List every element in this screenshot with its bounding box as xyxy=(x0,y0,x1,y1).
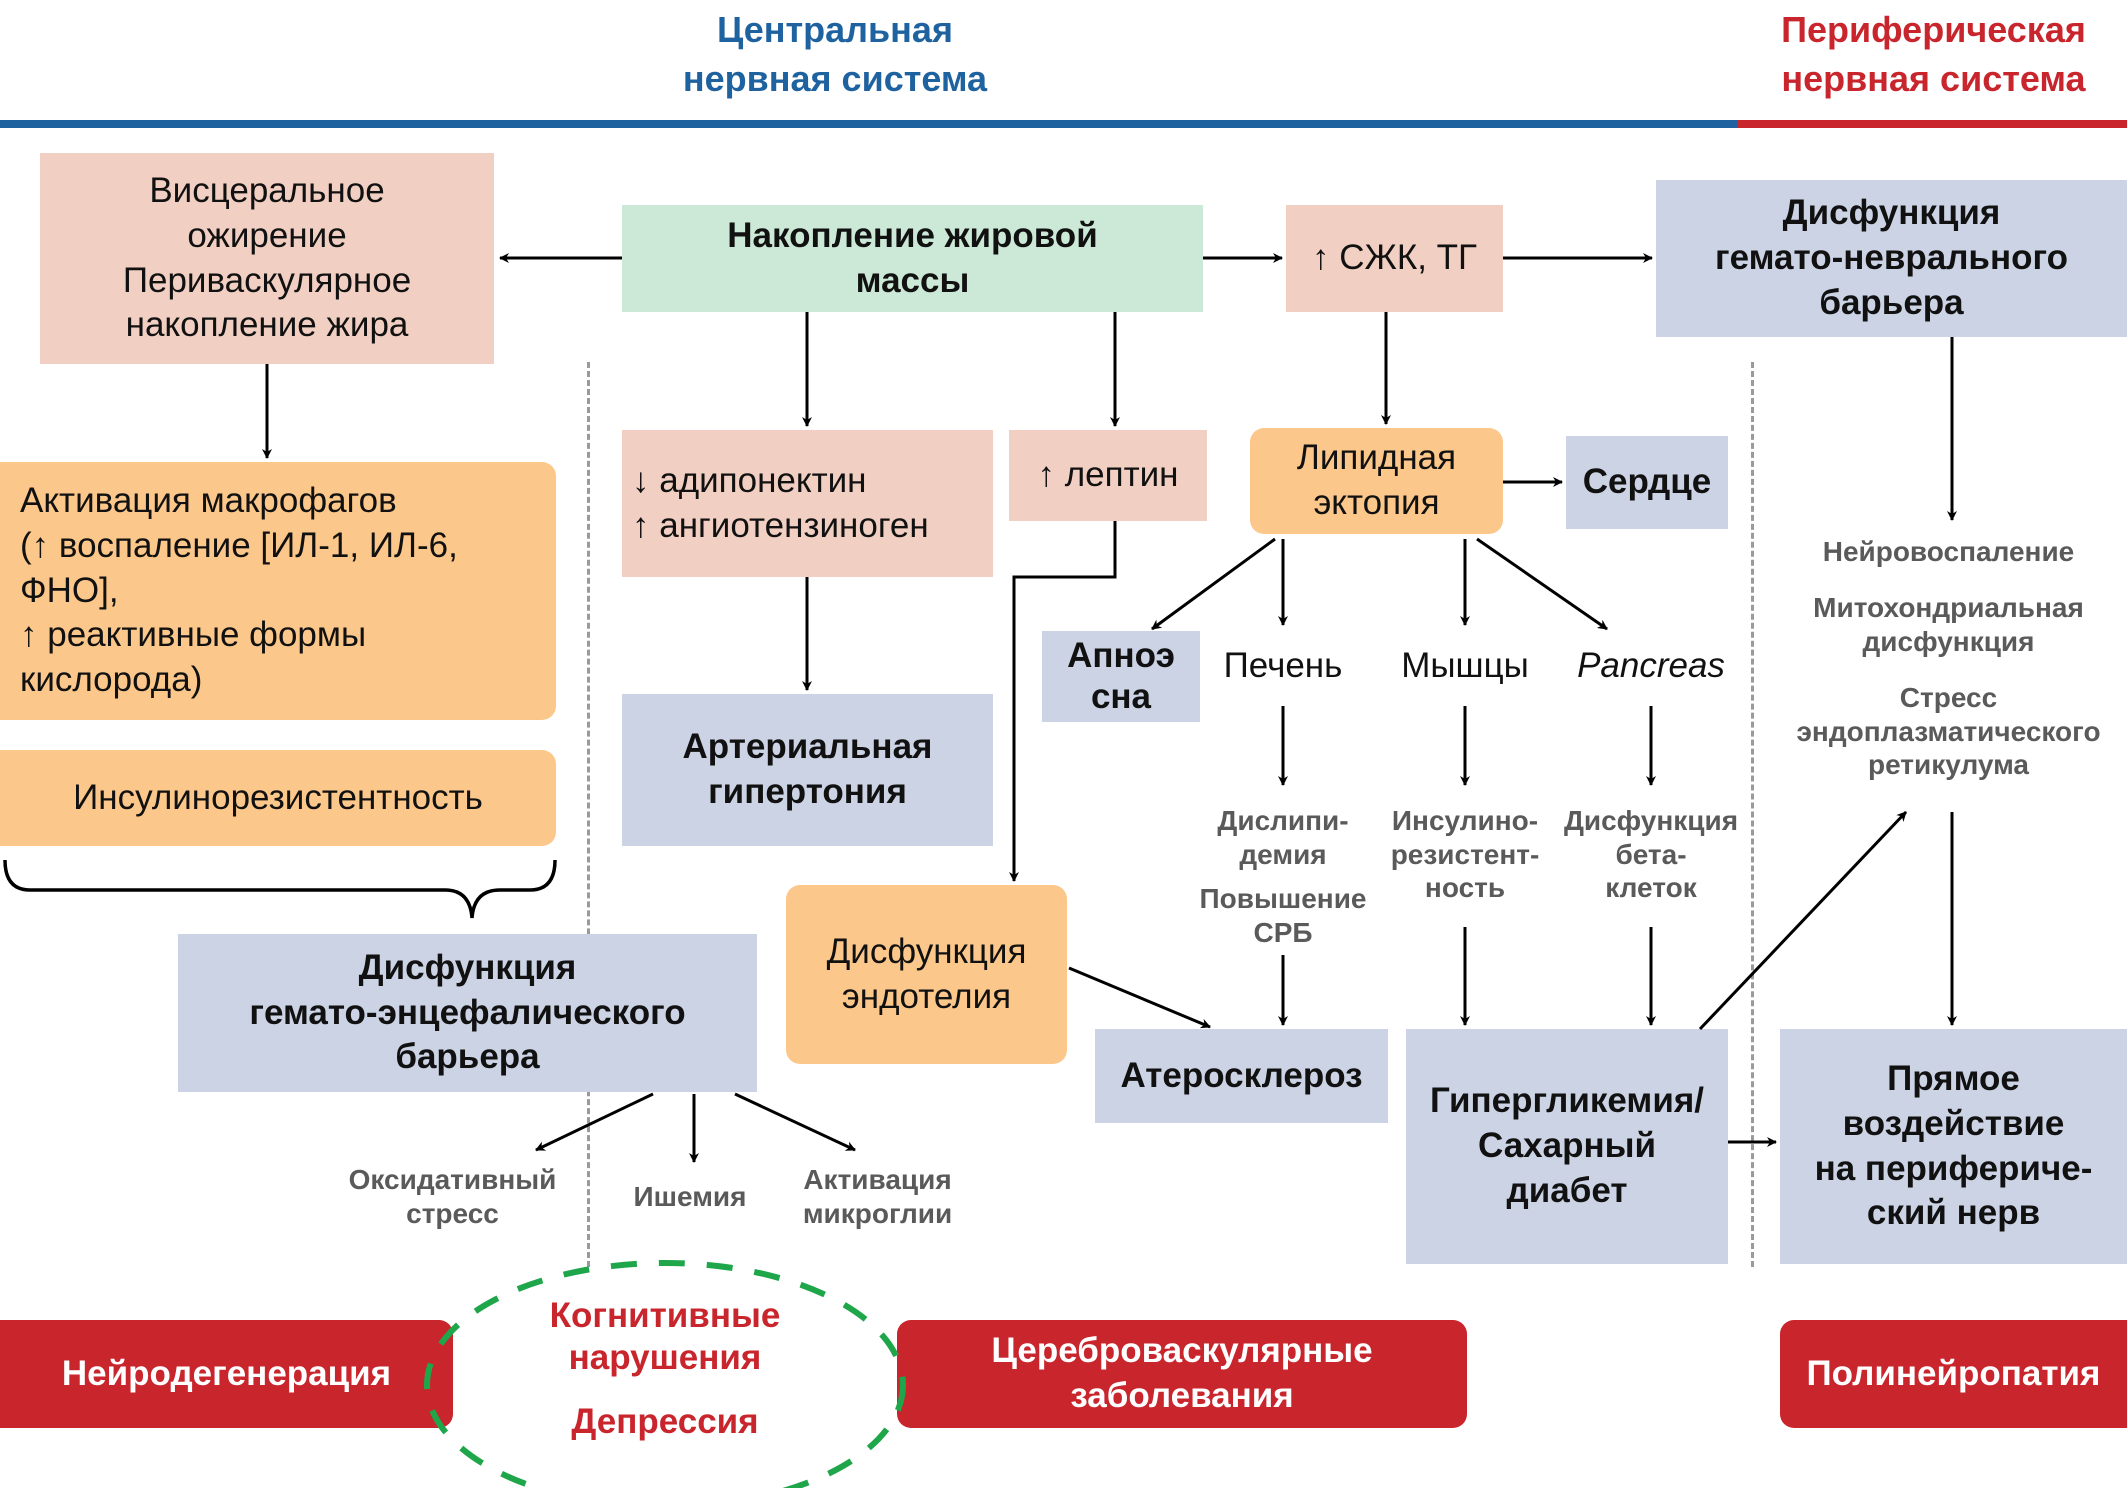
arrow-bbb-to-microglia xyxy=(734,1092,856,1152)
neuroinflammation-label: Нейровоспаление xyxy=(1822,536,2075,567)
dyslipidemia-label: Дислипи- демия xyxy=(1217,805,1349,870)
muscles-label: Мышцы xyxy=(1401,646,1529,685)
ffa-tg-box: ↑ СЖК, ТГ xyxy=(1286,205,1503,312)
cns-divider-dashed xyxy=(587,362,590,1267)
ischemia-label: Ишемия xyxy=(633,1181,747,1212)
depression-label: Депрессия xyxy=(571,1402,759,1441)
header-cns-bar xyxy=(0,120,1737,128)
leptin-box: ↑ лептин xyxy=(1009,430,1207,521)
hypertension-box: Артериальная гипертония xyxy=(622,694,993,846)
arrow-bbb-to-oxidative xyxy=(535,1092,654,1152)
visceral-obesity-box: Висцеральное ожирение Периваскулярное на… xyxy=(40,153,494,364)
header-pns-title: Периферическая нервная система xyxy=(1781,9,2086,99)
sleep-apnea-box: Апноэ сна xyxy=(1042,631,1200,722)
header-cns-title: Центральная нервная система xyxy=(682,9,988,99)
beta-cell-dysfunction-label: Дисфункция бета- клеток xyxy=(1563,805,1739,904)
header-pns-bar xyxy=(1737,120,2127,128)
oxidative-stress-label: Оксидативный стресс xyxy=(348,1164,557,1229)
cerebrovascular-box: Цереброваскулярные заболевания xyxy=(897,1320,1467,1428)
curly-brace xyxy=(3,859,557,919)
arrow-lipid-to-pancreas xyxy=(1476,537,1608,631)
cognitive-depression-group: Когнитивные нарушения Депрессия xyxy=(500,1295,830,1443)
hemato-neural-barrier-box: Дисфункция гемато-неврального барьера xyxy=(1656,180,2127,337)
crp-label: Повышение СРБ xyxy=(1199,883,1367,948)
direct-nerve-effect-box: Прямое воздействие на периферичe- ский н… xyxy=(1780,1029,2127,1264)
insulin-resistance-label: Инсулино- резистент- ность xyxy=(1390,805,1540,904)
atherosclerosis-box: Атеросклероз xyxy=(1095,1029,1388,1123)
arrow-lipid-to-apnea xyxy=(1151,537,1276,631)
adiponectin-box: ↓ адипонектин ↑ ангиотензиноген xyxy=(622,430,993,577)
pns-divider-dashed xyxy=(1751,362,1754,1267)
heart-box: Сердце xyxy=(1566,436,1728,529)
mitochondrial-dysfunction-label: Митохондриальная дисфункция xyxy=(1813,592,2084,657)
macrophage-activation-box: Активация макрофагов (↑ воспаление [ИЛ-1… xyxy=(0,462,556,720)
neurodegeneration-box: Нейродегенерация xyxy=(0,1320,453,1428)
microglia-activation-label: Активация микроглии xyxy=(802,1164,953,1229)
hyperglycemia-diabetes-box: Гипергликемия/ Сахарный диабет xyxy=(1406,1029,1728,1264)
pancreas-label: Pancreas xyxy=(1577,646,1725,685)
arrow-endothelium-to-atherosclerosis xyxy=(1068,966,1211,1029)
liver-label: Печень xyxy=(1223,646,1343,685)
fat-accumulation-box: Накопление жировой массы xyxy=(622,205,1203,312)
insulin-resistance-box: Инсулинорезистентность xyxy=(0,750,556,846)
blood-brain-barrier-box: Дисфункция гемато-энцефалического барьер… xyxy=(178,934,757,1092)
lipid-ectopia-box: Липидная эктопия xyxy=(1250,428,1503,534)
polyneuropathy-box: Полинейропатия xyxy=(1780,1320,2127,1428)
endothelial-dysfunction-box: Дисфункция эндотелия xyxy=(786,885,1067,1064)
er-stress-label: Стресс эндоплазматического ретикулума xyxy=(1796,682,2101,781)
cognitive-impairment-label: Когнитивные xyxy=(549,1296,781,1335)
